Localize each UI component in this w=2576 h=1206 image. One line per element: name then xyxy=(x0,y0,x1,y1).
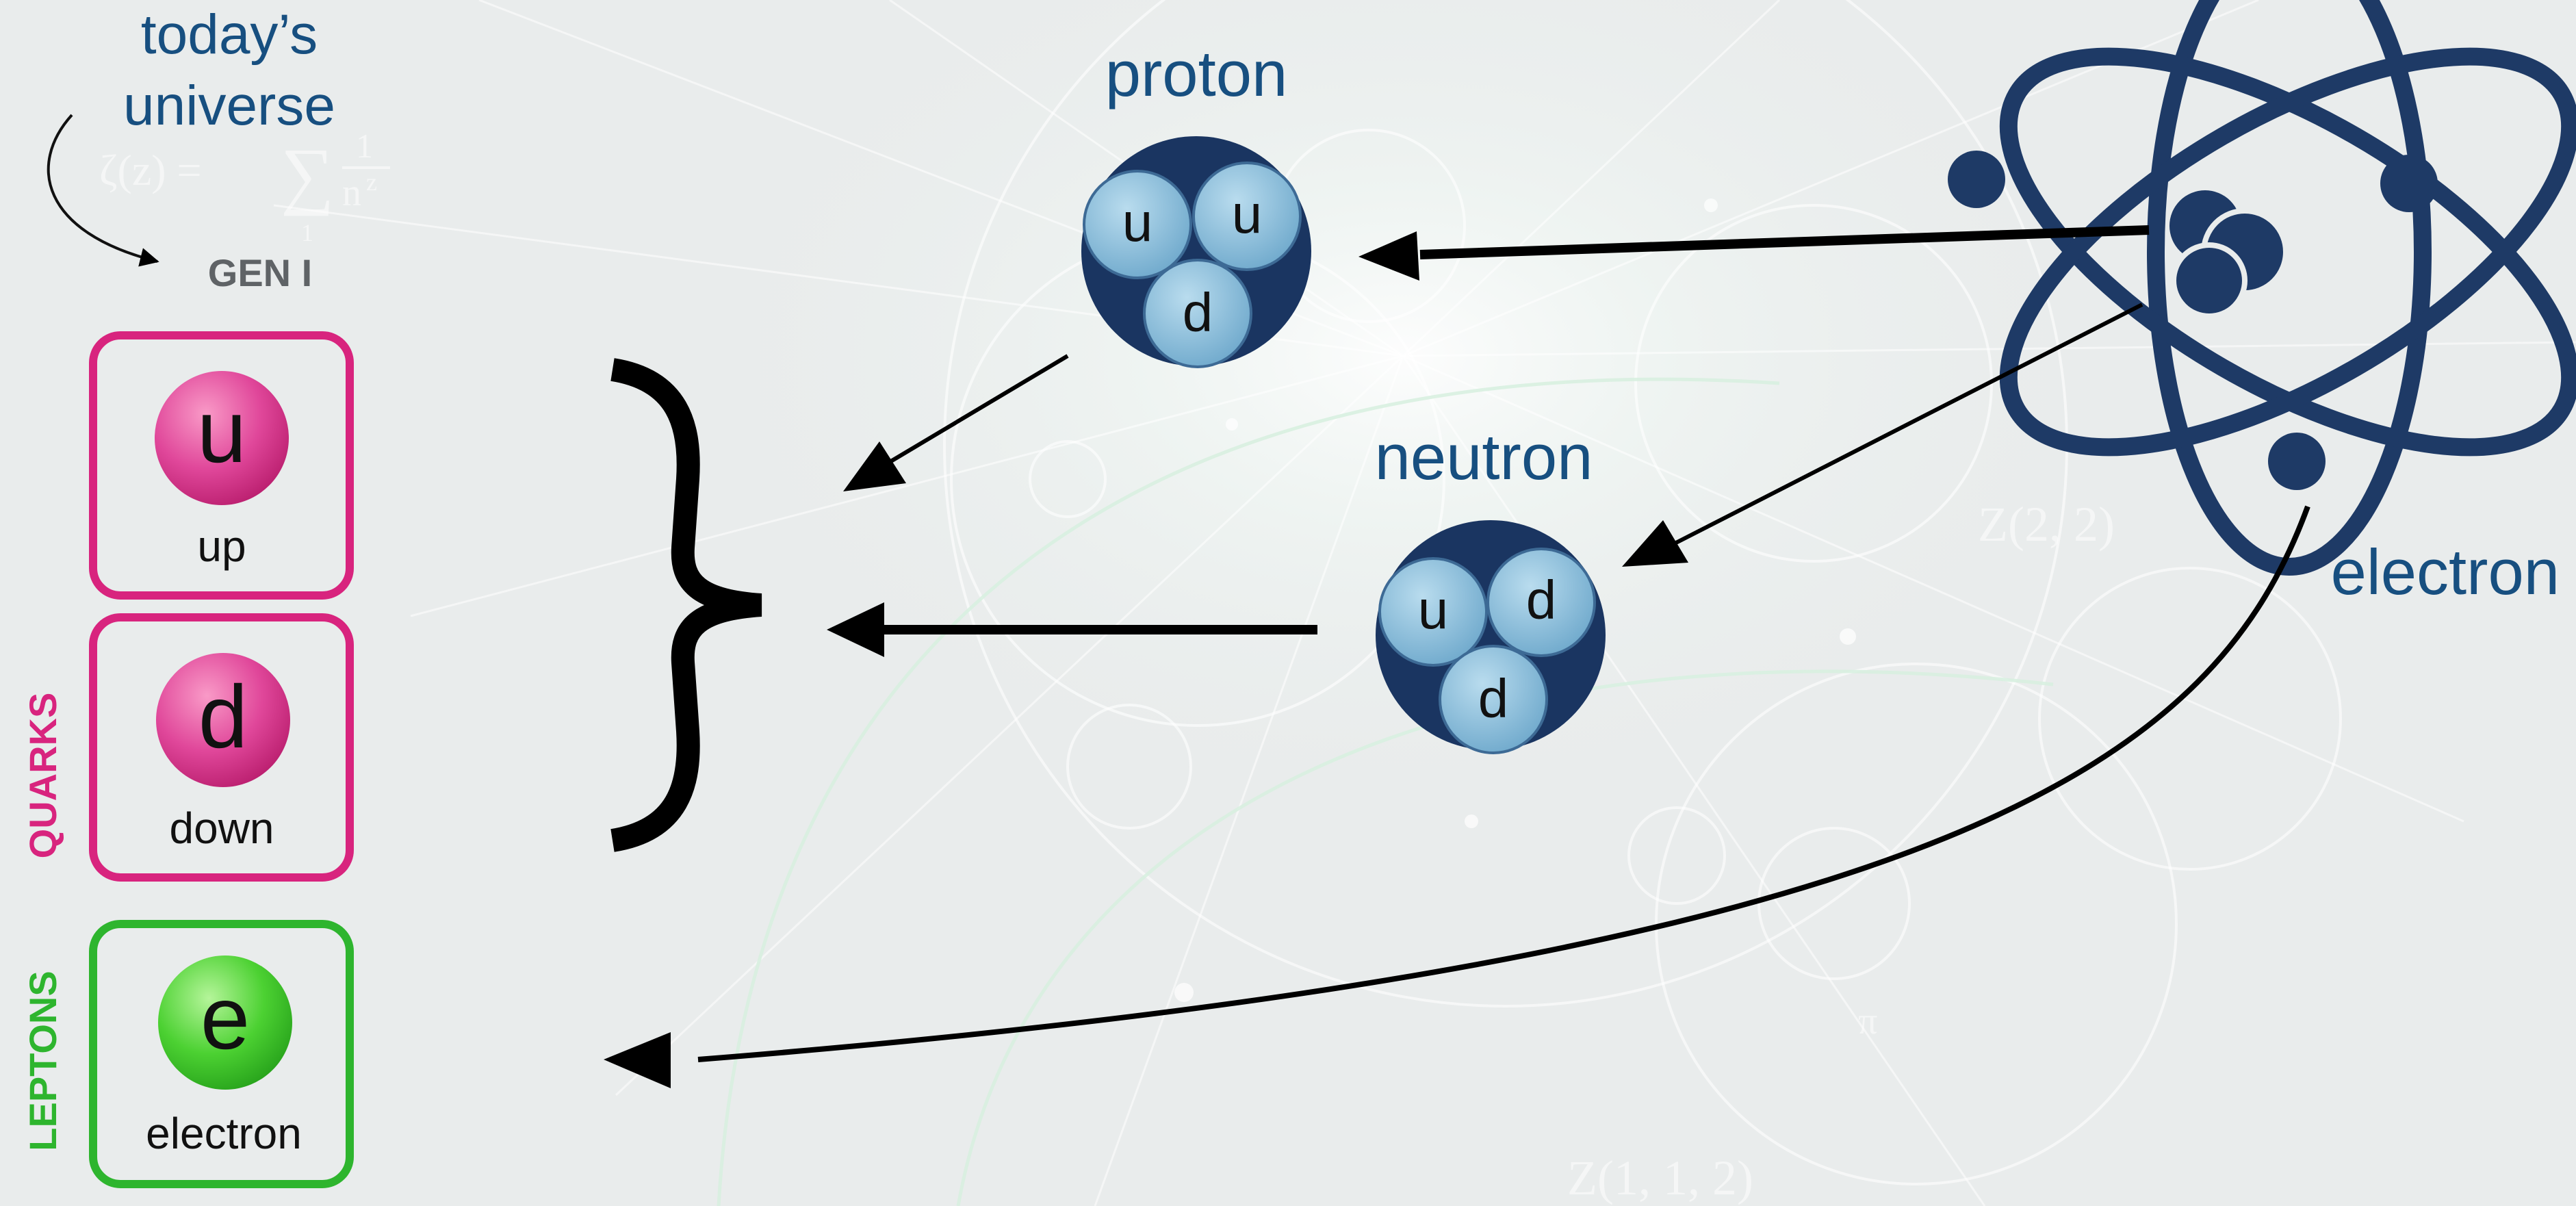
atom-nucleus xyxy=(2169,190,2289,319)
neutron-quark-2: d xyxy=(1526,569,1557,630)
particle-symbol-down: d xyxy=(198,667,248,767)
bg-formula-z112: Z(1, 1, 2) xyxy=(1567,1151,1753,1205)
bg-formula-exp: z xyxy=(366,168,377,196)
arrows xyxy=(604,225,2310,1088)
bg-formula-num: 1 xyxy=(356,127,373,165)
particle-ball-electron xyxy=(158,955,292,1090)
bg-formula-z22: Z(2, 2) xyxy=(1978,497,2115,552)
neutron-label: neutron xyxy=(1375,421,1593,493)
gen-pointer-arrow xyxy=(47,114,159,267)
proton-quark-2: u xyxy=(1232,183,1263,244)
bg-formula-lower: 1 xyxy=(301,219,313,246)
bg-formula-sum: ∑ xyxy=(281,133,334,216)
generation-label: GEN I xyxy=(208,251,312,294)
bg-formula-zeta: ζ(z) = xyxy=(99,146,202,194)
particle-card-electron: e electron xyxy=(89,920,354,1188)
bg-formula-pi: π xyxy=(1858,1000,1877,1042)
bg-formula-den: n xyxy=(342,172,361,214)
proton-quark-1: u xyxy=(1122,192,1153,253)
particle-card-down: d down xyxy=(89,613,354,882)
particle-symbol-electron: e xyxy=(201,968,250,1068)
particle-name-electron: electron xyxy=(146,1109,302,1158)
leptons-label: LEPTONS xyxy=(21,971,64,1151)
todays-universe-line2: universe xyxy=(123,75,335,137)
neutron: u d d xyxy=(1376,520,1606,754)
atom-electrons xyxy=(1948,151,2438,490)
proton: u u d xyxy=(1081,136,1311,368)
particle-ball-up xyxy=(155,371,289,505)
particle-card-up: u up xyxy=(89,331,354,600)
neutron-quark-3: d xyxy=(1478,668,1509,729)
neutron-quark-1: u xyxy=(1418,579,1449,640)
proton-quark-3: d xyxy=(1183,282,1213,343)
quarks-label: QUARKS xyxy=(21,693,64,859)
atom-electron-label: electron xyxy=(2331,536,2560,608)
particle-name-down: down xyxy=(170,804,274,853)
atom-icon xyxy=(1999,0,2576,576)
particle-symbol-up: u xyxy=(197,381,246,481)
todays-universe-line1: today’s xyxy=(141,3,318,66)
proton-label: proton xyxy=(1105,38,1288,110)
particle-ball-down xyxy=(156,653,290,787)
particle-name-up: up xyxy=(197,522,246,571)
quark-grouping-brace xyxy=(610,358,762,852)
